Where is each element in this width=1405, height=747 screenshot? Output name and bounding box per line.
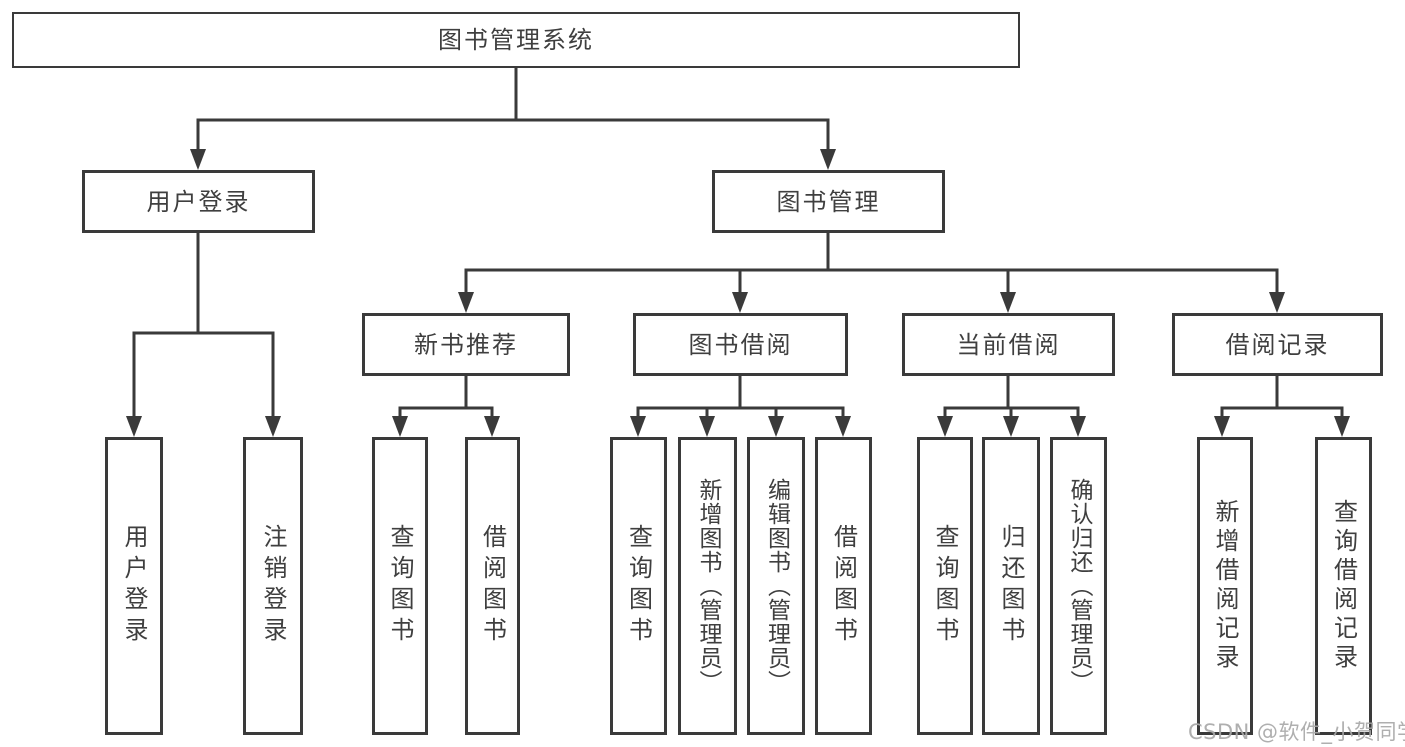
leaf-user-login: 用户登录 xyxy=(105,437,163,735)
leaf-cb-confirm-return-admin: 确认归还（管理员） xyxy=(1050,437,1107,735)
leaf-bb-query-books: 查询图书 xyxy=(610,437,667,735)
leaf-bb-edit-books-admin: 编辑图书（管理员） xyxy=(747,437,805,735)
node-new-book-recommend: 新书推荐 xyxy=(362,313,570,376)
leaf-br-query-record: 查询借阅记录 xyxy=(1315,437,1372,735)
leaf-bb-add-books-admin: 新增图书（管理员） xyxy=(678,437,737,735)
leaf-nbr-borrow-books: 借阅图书 xyxy=(465,437,520,735)
leaf-nbr-query-books: 查询图书 xyxy=(372,437,428,735)
node-borrowing-records: 借阅记录 xyxy=(1172,313,1383,376)
leaf-bb-borrow-books: 借阅图书 xyxy=(815,437,872,735)
node-book-management: 图书管理 xyxy=(712,170,945,233)
node-root-library-management-system: 图书管理系统 xyxy=(12,12,1020,68)
leaf-cb-query-books: 查询图书 xyxy=(917,437,973,735)
leaf-cb-return-books: 归还图书 xyxy=(982,437,1040,735)
node-user-login: 用户登录 xyxy=(82,170,315,233)
leaf-logout: 注销登录 xyxy=(243,437,303,735)
leaf-br-add-record: 新增借阅记录 xyxy=(1197,437,1253,735)
node-current-borrowing: 当前借阅 xyxy=(902,313,1115,376)
node-book-borrowing: 图书借阅 xyxy=(633,313,848,376)
watermark: CSDN @软件_小贺同学 xyxy=(1188,720,1405,744)
